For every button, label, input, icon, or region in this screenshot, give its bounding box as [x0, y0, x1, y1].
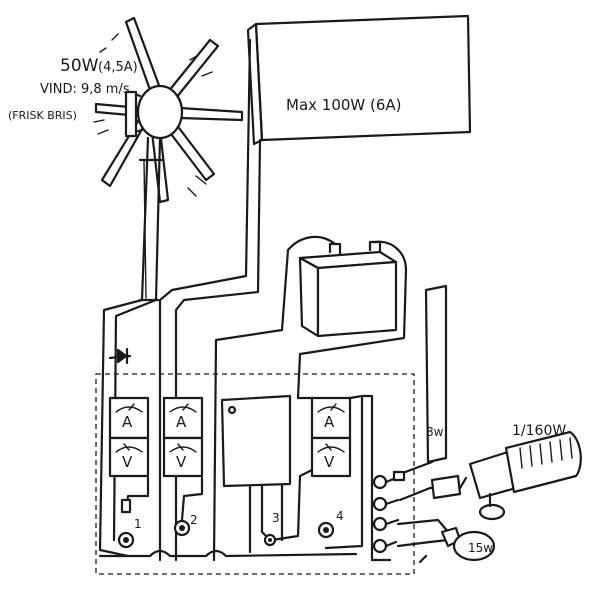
turbine-blade-top-right — [166, 38, 220, 100]
diode-symbol — [116, 348, 128, 364]
output-sockets — [98, 519, 358, 558]
turbine-wind-class-label: (FRISK BRIS) — [8, 109, 77, 122]
socket-4-label: 4 — [336, 509, 344, 523]
bottom-bus — [98, 549, 358, 558]
ammeter-3-symbol: A — [324, 413, 335, 431]
lamp-label: 8w — [426, 425, 444, 439]
turbine-wind-label: VIND: 9,8 m/s — [40, 82, 130, 97]
meter-pair-1 — [108, 396, 150, 514]
ammeter-2 — [162, 396, 204, 440]
meter-pair-3 — [270, 394, 364, 550]
turbine-nacelle — [124, 90, 138, 138]
socket-1-label: 1 — [134, 517, 142, 531]
voltmeter-3-symbol: V — [324, 453, 335, 471]
battery-lead-a — [212, 235, 337, 562]
fuse-1 — [120, 498, 132, 514]
socket-3-label: 3 — [272, 511, 280, 525]
turbine-blade-top-left — [124, 16, 162, 92]
heater-label: 1/160W — [512, 423, 567, 439]
panel-lead-positive — [158, 38, 252, 562]
turbine-blade-bottom-left — [100, 116, 148, 188]
battery — [212, 235, 408, 562]
meter-pair-2 — [162, 396, 204, 522]
ammeter-1 — [108, 396, 150, 440]
heater — [398, 430, 582, 521]
outlet-c — [372, 516, 388, 532]
voltmeter-1-symbol: V — [122, 453, 133, 471]
solar-panel-label: Max 100W (6A) — [286, 96, 402, 114]
bulb-label: 15w — [468, 541, 494, 555]
ammeter-1-symbol: A — [122, 413, 133, 431]
outlet-d — [372, 538, 388, 554]
charge-controller — [220, 394, 292, 554]
voltmeter-1 — [108, 436, 150, 478]
socket-2-label: 2 — [190, 513, 198, 527]
wind-turbine — [93, 16, 244, 302]
ammeter-2-symbol: A — [176, 413, 187, 431]
panel-lead-negative — [174, 138, 262, 562]
solar-panel — [158, 14, 472, 562]
outlet-bank — [360, 394, 400, 562]
lamp-8w — [392, 284, 448, 482]
control-box-outline — [95, 373, 415, 575]
voltmeter-3 — [310, 436, 352, 478]
outlet-a — [372, 474, 388, 490]
turbine-blade-right — [178, 106, 244, 122]
outlet-b — [372, 496, 388, 512]
voltmeter-2-symbol: V — [176, 453, 187, 471]
voltmeter-2 — [162, 436, 204, 478]
turbine-power-label: 50W — [60, 56, 99, 76]
turbine-hub — [136, 84, 184, 140]
bulb-15w — [396, 518, 496, 564]
battery-lead-b — [296, 240, 408, 400]
turbine-current-label: (4,5A) — [98, 60, 138, 75]
